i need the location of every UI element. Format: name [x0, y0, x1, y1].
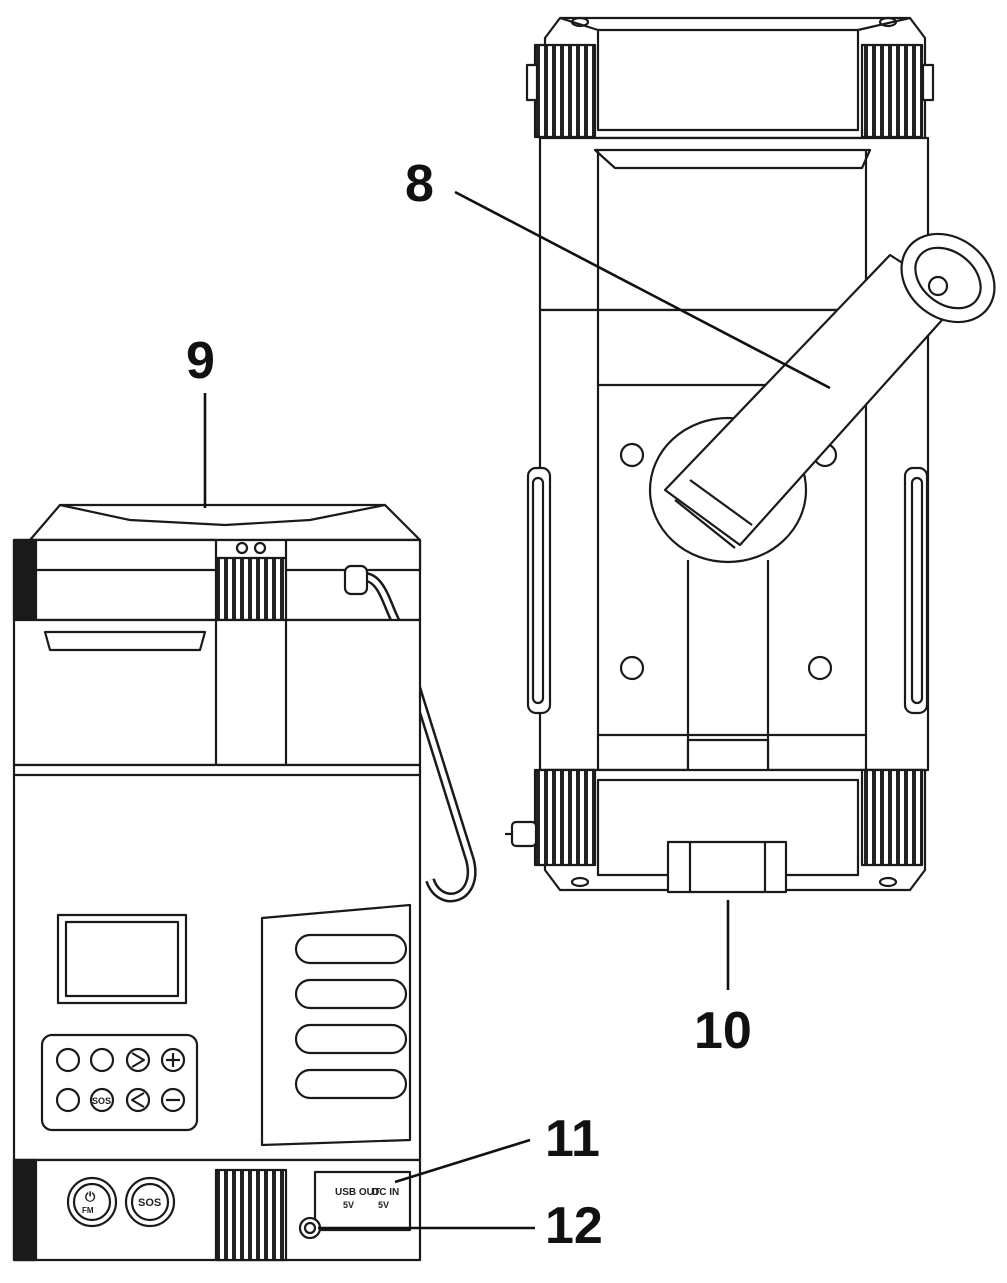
keypad-next-icon	[125, 1047, 151, 1073]
keypad-minus-icon	[160, 1087, 186, 1113]
bottom-right-grip	[860, 768, 924, 867]
fm-label: FM	[82, 1206, 94, 1215]
lcd-display	[56, 913, 188, 1005]
keypad-settings-icon	[89, 1047, 115, 1073]
callout-12: 12	[545, 1197, 603, 1255]
hand-crank	[648, 232, 996, 564]
top-right-grip	[860, 43, 924, 139]
leader-lines	[203, 190, 831, 1230]
keypad-light-icon	[55, 1087, 81, 1113]
bottom-clip-10	[666, 840, 788, 894]
keypad-power-icon	[55, 1047, 81, 1073]
left-bottom-edge	[12, 1158, 38, 1262]
front-top-grip	[214, 556, 288, 622]
usb-out-label: USB OUT	[335, 1187, 380, 1198]
power-icon: ⏻	[85, 1189, 96, 1204]
left-device-front-view	[12, 503, 477, 1262]
callout-10: 10	[694, 1002, 752, 1060]
right-device-back-view	[505, 16, 996, 894]
usb-out-voltage: 5V	[343, 1200, 354, 1210]
left-top-edge	[12, 538, 38, 622]
bottom-left-grip	[533, 768, 597, 867]
callout-9: 9	[186, 332, 215, 390]
front-bottom-grip	[214, 1168, 288, 1262]
callout-11: 11	[545, 1110, 600, 1168]
sos-button-label: SOS	[138, 1197, 161, 1209]
dc-port-12	[298, 1216, 322, 1240]
keypad	[40, 1033, 199, 1132]
keypad-prev-icon	[125, 1087, 151, 1113]
callout-8: 8	[405, 155, 434, 213]
dc-in-label: DC IN	[372, 1187, 399, 1198]
keypad-sos-label: SOS	[92, 1096, 111, 1106]
top-left-grip	[533, 43, 597, 139]
ports-panel	[313, 1170, 412, 1232]
keypad-plus-icon	[160, 1047, 186, 1073]
keypad-sos-icon	[89, 1087, 115, 1113]
dc-in-voltage: 5V	[378, 1200, 389, 1210]
